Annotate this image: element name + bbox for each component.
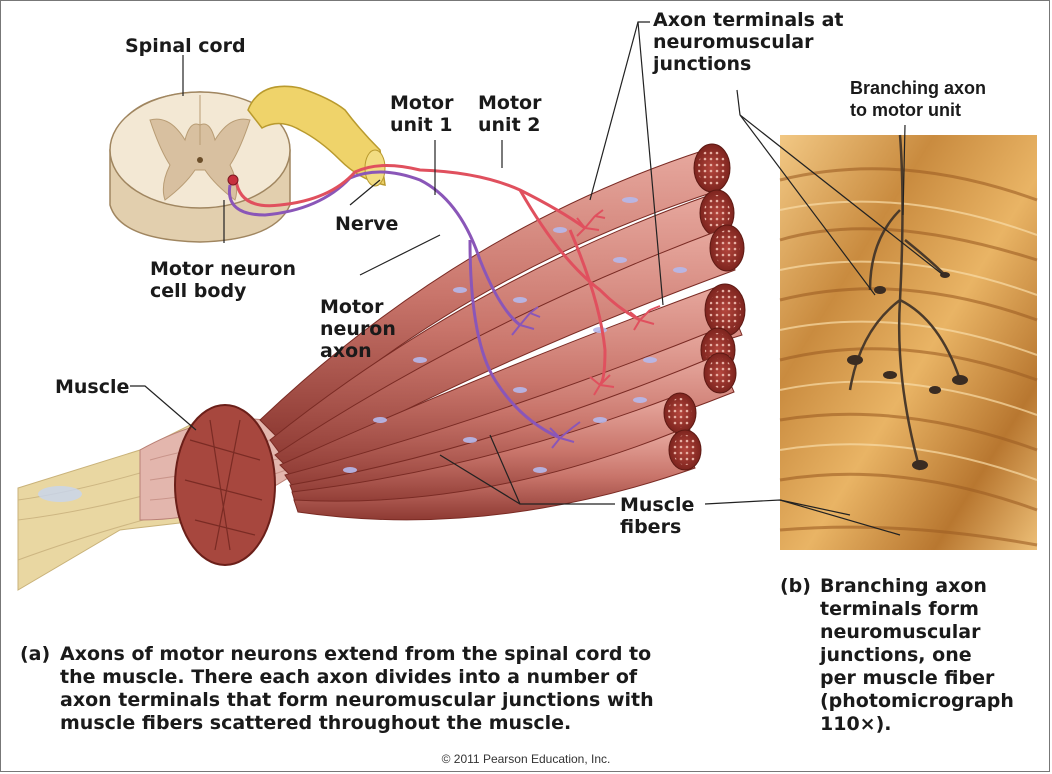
motor-unit-2-axon	[234, 163, 586, 230]
spinal-cord-label: Spinal cord	[125, 35, 246, 57]
muscle-fiber	[293, 431, 696, 521]
axon-terminals-label: Axon terminals at neuromuscular junction…	[653, 9, 844, 75]
caption-a-tag: (a)	[20, 643, 51, 665]
photomicrograph	[779, 134, 1038, 550]
nerve-label: Nerve	[335, 213, 399, 235]
copyright-footer: © 2011 Pearson Education, Inc.	[441, 752, 611, 766]
motor-unit-2-terminals	[576, 209, 661, 396]
motor-unit-1-label: Motor unit 1	[390, 92, 454, 136]
motor-unit-1-axon	[227, 170, 521, 327]
muscle-label: Muscle	[55, 376, 130, 398]
spinal-cord	[109, 91, 291, 243]
caption-a: (a) Axons of motor neurons extend from t…	[20, 643, 740, 743]
muscle-fibers-group	[259, 143, 746, 521]
leader-lines	[130, 21, 943, 536]
muscle-cross-section	[174, 404, 276, 566]
caption-b: (b) Branching axon terminals form neurom…	[780, 575, 1045, 745]
motor-neuron-axon-label: Motor neuron axon	[320, 296, 396, 362]
motor-unit-1-terminals	[509, 306, 581, 449]
motor-neuron-cell-body-label: Motor neuron cell body	[150, 258, 296, 302]
motor-unit-2-label: Motor unit 2	[478, 92, 542, 136]
caption-b-tag: (b)	[780, 575, 811, 597]
muscle-fibers-label: Muscle fibers	[620, 494, 695, 538]
caption-b-text: Branching axon terminals form neuromuscu…	[820, 575, 1014, 735]
caption-a-text: Axons of motor neurons extend from the s…	[60, 643, 654, 734]
branching-axon-label: Branching axon to motor unit	[850, 78, 987, 120]
motor-neuron-cell-body	[227, 174, 239, 186]
